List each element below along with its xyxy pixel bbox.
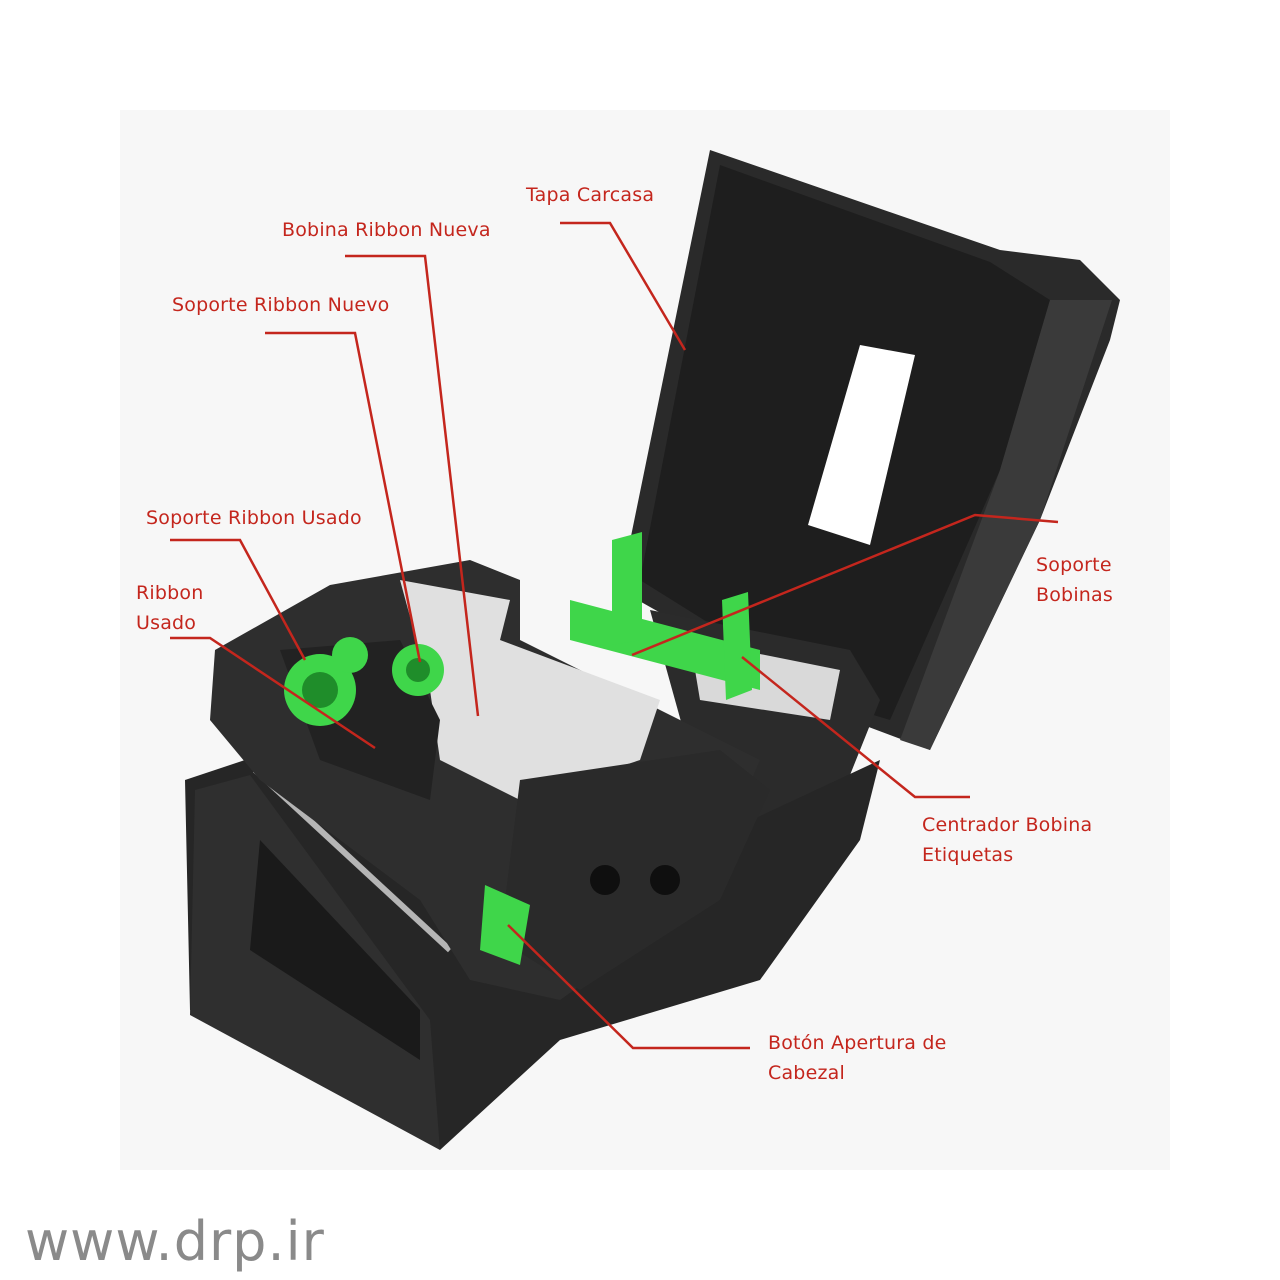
label-ribbon-usado-line2: Usado [136,612,197,634]
front-slot [250,840,420,1060]
callout-soporte-ribbon-nuevo [265,331,422,663]
head-hole-1 [590,865,620,895]
callout-boton [507,924,750,1050]
label-soporte-bobinas-line2: Bobinas [1036,584,1113,606]
label-ribbon-usado-line1: Ribbon [136,582,204,604]
label-centrador-line2: Etiquetas [922,844,1014,866]
ribbon-cover [400,580,660,800]
watermark: www.drp.ir [25,1210,325,1273]
head-hole-2 [650,865,680,895]
label-boton-line1: Botón Apertura de [768,1032,947,1054]
label-boton-apertura: Botón Apertura de Cabezal [768,1028,947,1088]
label-tapa-carcasa: Tapa Carcasa [526,180,654,210]
label-boton-line2: Cabezal [768,1062,845,1084]
label-centrador-line1: Centrador Bobina [922,814,1093,836]
gear-new [392,644,444,696]
callout-bobina-ribbon-nueva [345,254,480,717]
callout-lines [170,221,1059,1050]
label-soporte-ribbon-nuevo: Soporte Ribbon Nuevo [172,290,389,320]
label-soporte-ribbon-usado-text: Soporte Ribbon Usado [146,507,362,529]
head-open-button [480,885,530,965]
label-ribbon-usado: Ribbon Usado [136,578,203,638]
callout-soporte-bobinas [631,513,1059,657]
head-assembly [500,750,770,990]
gear-used [284,654,356,726]
callout-ribbon-usado [170,636,376,750]
callout-tapa-carcasa [560,221,687,351]
label-bobina-ribbon-nueva: Bobina Ribbon Nueva [282,215,491,245]
label-soporte-bobinas: Soporte Bobinas [1036,550,1113,610]
label-soporte-ribbon-usado: Soporte Ribbon Usado [146,503,362,533]
label-tapa-carcasa-text: Tapa Carcasa [526,184,655,206]
label-centrador-bobina: Centrador Bobina Etiquetas [922,810,1092,870]
lid-window [808,345,915,545]
gear-used-rear [332,637,368,673]
label-bobina-ribbon-nueva-text: Bobina Ribbon Nueva [282,219,491,241]
label-soporte-bobinas-line1: Soporte [1036,554,1112,576]
callout-centrador [741,656,970,799]
callout-soporte-ribbon-usado [170,538,307,661]
label-soporte-ribbon-nuevo-text: Soporte Ribbon Nuevo [172,294,390,316]
label-roll-holder [570,532,760,700]
